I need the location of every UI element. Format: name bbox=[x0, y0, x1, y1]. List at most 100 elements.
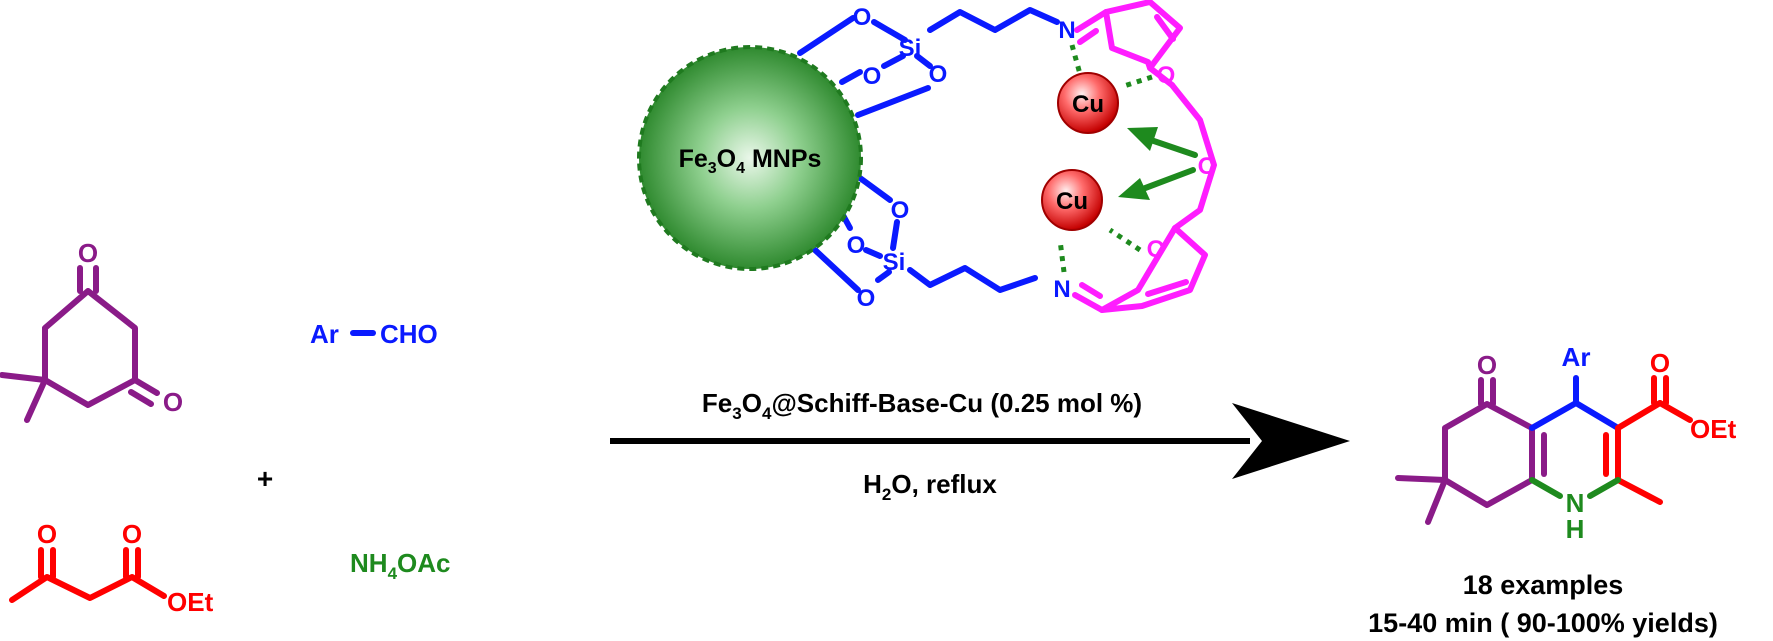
mnp-label-rest: MNPs bbox=[745, 145, 821, 173]
cond-fe: Fe bbox=[702, 388, 732, 418]
mnp-o-bond-bot-3 bbox=[812, 247, 861, 293]
mnp-label-fe: Fe bbox=[679, 145, 708, 173]
conditions-above-arrow: Fe3O4@Schiff-Base-Cu (0.25 mol %) bbox=[702, 388, 1142, 423]
product-nitrogen-label: N bbox=[1566, 488, 1585, 518]
aldehyde-ar: Ar bbox=[310, 319, 339, 349]
dimedone-ring bbox=[42, 288, 138, 408]
ketoester-oet: OEt bbox=[167, 587, 214, 617]
product-ar-label: Ar bbox=[1562, 342, 1591, 372]
dimedone-carbonyl-right bbox=[132, 377, 160, 396]
arrow-head-top-icon bbox=[1127, 127, 1158, 151]
silicon-label-bot: Si bbox=[883, 249, 906, 276]
cond-h-sub: 2 bbox=[882, 485, 891, 504]
furan-top-inner bbox=[1154, 14, 1176, 42]
product-ester-o bbox=[1657, 400, 1693, 423]
mnp-label-o: O bbox=[717, 145, 736, 173]
product-c4-left bbox=[1529, 400, 1579, 431]
imine-top-c bbox=[1074, 9, 1109, 33]
ketoester-oxygen-1: O bbox=[37, 519, 57, 549]
aldehyde-cho: CHO bbox=[380, 319, 438, 349]
cond-sub2: 4 bbox=[762, 404, 772, 423]
reaction-arrow bbox=[610, 403, 1350, 479]
mnp-label: Fe3O4 MNPs bbox=[679, 145, 822, 177]
mnp-o-bond-top-2 bbox=[839, 69, 863, 85]
oxygen-label-top-1: O bbox=[853, 4, 872, 31]
product-methyl-2 bbox=[1425, 477, 1448, 525]
product-hydrogen-label: H bbox=[1566, 514, 1585, 544]
oxygen-label-top-3: O bbox=[929, 61, 948, 88]
arrow-head-icon bbox=[1232, 403, 1350, 479]
cond-below-tail: O, reflux bbox=[891, 469, 997, 499]
copper-sphere-bot bbox=[1041, 169, 1103, 231]
arrow-ether-to-cu-bot bbox=[1137, 167, 1196, 193]
magnetic-nanoparticle bbox=[637, 45, 863, 271]
imine-top-c-2 bbox=[1077, 28, 1099, 45]
o-si-top-1 bbox=[871, 19, 908, 43]
oxygen-label-bot-3: O bbox=[857, 285, 876, 312]
product-n-right bbox=[1587, 477, 1621, 499]
cond-o: O bbox=[742, 388, 762, 418]
furan-oxygen-top: O bbox=[1157, 62, 1176, 89]
ammonium-sub: 4 bbox=[388, 564, 398, 583]
mnp-o-bond-top-3 bbox=[855, 85, 931, 118]
propyl-chain-top bbox=[927, 7, 1060, 33]
cond-tail: @Schiff-Base-Cu (0.25 mol %) bbox=[771, 388, 1142, 418]
furan-top-to-ch2 bbox=[1147, 65, 1175, 88]
ether-oxygen: O bbox=[1198, 153, 1217, 180]
coord-o-cu-bot bbox=[1108, 227, 1142, 253]
arrow-head-bot-icon bbox=[1118, 178, 1150, 200]
furan-oxygen-bot: O bbox=[1147, 236, 1166, 263]
oxygen-label-top-2: O bbox=[863, 63, 882, 90]
ethyl-acetoacetate-structure: O O OEt bbox=[9, 519, 214, 617]
furan-bot-inner bbox=[1145, 279, 1189, 297]
silicon-label-top: Si bbox=[899, 35, 922, 62]
copper-sphere-top bbox=[1057, 72, 1119, 134]
ammonium-nh: NH bbox=[350, 548, 388, 578]
coord-n-cu-bot bbox=[1057, 239, 1067, 273]
product-ester-oxygen: O bbox=[1650, 348, 1670, 378]
copper-label-bot: Cu bbox=[1056, 188, 1088, 215]
dimedone-methyl-1 bbox=[0, 372, 48, 383]
product-ketone-oxygen: O bbox=[1477, 350, 1497, 380]
mnp-label-sub1: 3 bbox=[708, 160, 717, 177]
product-oet-label: OEt bbox=[1690, 414, 1737, 444]
o-si-top-3 bbox=[914, 53, 933, 69]
nitrogen-label-top: N bbox=[1058, 17, 1075, 44]
examples-count: 18 examples bbox=[1463, 570, 1624, 600]
dimedone-methyl-2 bbox=[24, 377, 48, 423]
imine-bot-c-2 bbox=[1079, 282, 1103, 299]
dimedone-oxygen-top: O bbox=[78, 238, 98, 268]
o-si-top-2 bbox=[881, 53, 906, 69]
coord-n-cu-top bbox=[1069, 44, 1083, 75]
mnp-label-sub2: 4 bbox=[736, 160, 745, 177]
ammonium-oac: OAc bbox=[397, 548, 450, 578]
product-c4-right bbox=[1573, 400, 1621, 431]
nitrogen-label-bot: N bbox=[1053, 276, 1070, 303]
conditions-below-arrow: H2O, reflux bbox=[863, 469, 997, 504]
product-c2-methyl bbox=[1615, 477, 1663, 505]
mnp-o-bond-top-1 bbox=[797, 15, 856, 56]
product-left-ring bbox=[1442, 401, 1535, 508]
oxygen-label-bot-1: O bbox=[891, 197, 910, 224]
dimedone-oxygen-right: O bbox=[163, 387, 183, 417]
oxygen-label-bot-2: O bbox=[847, 232, 866, 259]
time-and-yields: 15-40 min ( 90-100% yields) bbox=[1368, 608, 1718, 638]
o-si-bot-3 bbox=[875, 269, 892, 283]
dimedone-carbonyl-right-2 bbox=[128, 389, 154, 407]
product-structure: O Ar O OEt N H bbox=[1395, 342, 1737, 544]
ketoester-chain bbox=[9, 574, 167, 603]
catalyst-structure: Fe3O4 MNPs O Si O O O O Si O N N O O O C… bbox=[637, 0, 1217, 313]
product-n-left bbox=[1529, 477, 1563, 499]
coord-o-cu-top bbox=[1123, 74, 1153, 89]
o-si-bot-2 bbox=[863, 247, 883, 259]
aldehyde-structure: Ar CHO bbox=[310, 319, 438, 349]
imine-bot-c bbox=[1072, 292, 1105, 313]
product-methyl-1 bbox=[1395, 475, 1448, 483]
o-si-bot-1 bbox=[890, 219, 900, 251]
mnp-o-bond-bot-1 bbox=[857, 175, 893, 203]
copper-label-top: Cu bbox=[1072, 91, 1104, 118]
propyl-chain-bot bbox=[907, 265, 1038, 293]
ammonium-acetate: NH4OAc bbox=[350, 548, 451, 583]
product-ester-c bbox=[1615, 400, 1663, 431]
